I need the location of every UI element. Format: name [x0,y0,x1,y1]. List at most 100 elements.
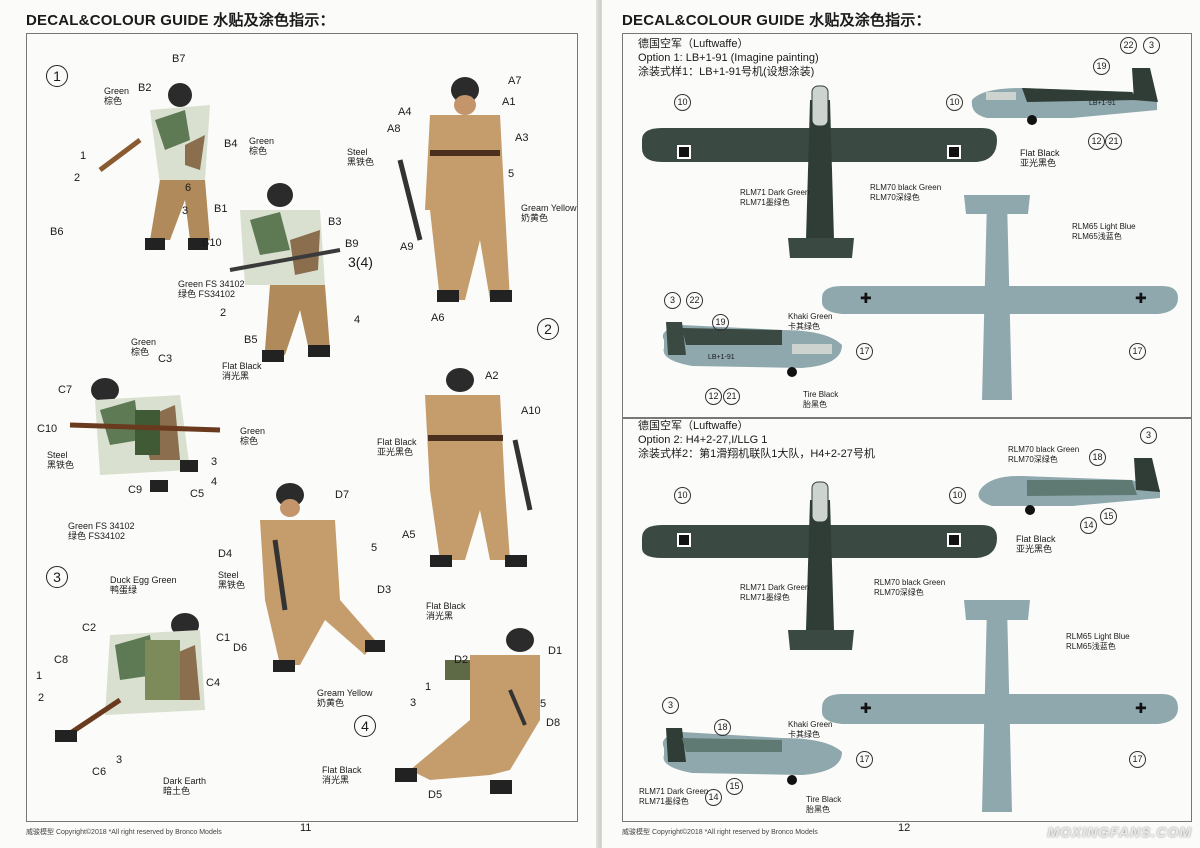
label-d2: D2 [454,654,469,666]
figure-c-soldier [69,378,221,492]
label-steel-cn: 黑铁色 [218,580,246,590]
label-dark-earth: Dark Earth [163,776,207,786]
label-tire-black: Tire Black [806,795,842,804]
page-heading: DECAL&COLOUR GUIDE 水贴及涂色指示： [26,12,335,29]
decal-17: 17 [1129,751,1146,768]
label-green-cn: 棕色 [131,347,150,357]
label-flat-black: Flat Black [222,361,262,371]
option1-top-view [642,85,997,258]
label-flat-black-cn: 亚光黑色 [377,447,414,457]
option2-frame [622,417,1192,822]
label-rlm71-cn: RLM71墨绿色 [740,198,790,207]
label-a10: A10 [521,405,541,417]
label-green-fs: Green FS 34102 [178,279,245,289]
option2-title: Option 2: H4+2-27,I/LLG 1 [638,434,768,446]
label-green-cn: 棕色 [104,96,123,106]
label-b5: B5 [244,334,258,346]
label-b6: B6 [50,226,64,238]
label-rlm70: RLM70 black Green [1008,445,1080,454]
left-page: DECAL&COLOUR GUIDE 水贴及涂色指示： [0,0,598,848]
figure-number-1: 1 [46,65,68,87]
label-c3: C3 [158,353,173,365]
label-b7: B7 [172,53,186,65]
page-number: 12 [898,822,911,834]
label-flat-black: Flat Black [1016,534,1056,544]
label-rlm71-cn: RLM71墨绿色 [639,797,689,806]
decal-3: 3 [664,292,681,309]
option1-frame [622,33,1192,419]
label-steel-cn: 黑铁色 [47,460,75,470]
figure-number-3: 3 [46,566,68,588]
label-a1: A1 [502,96,516,108]
decal-10: 10 [946,94,963,111]
decal-10: 10 [674,94,691,111]
label-steel: Steel [47,450,68,460]
page-footer: 威骏模型 Copyright©2018 *All right reserved … [622,829,818,836]
label-rlm65-cn: RLM65浅蓝色 [1072,232,1122,241]
label-d3: D3 [377,584,392,596]
option2-side-view [978,458,1160,515]
svg-text:✚: ✚ [860,291,872,307]
label-1: 1 [80,150,87,162]
label-steel: Steel [218,570,239,580]
decal-3: 3 [1140,427,1157,444]
option1-air-force: 德国空军（Luftwaffe） [638,38,749,50]
label-a6: A6 [431,312,445,324]
decal-22: 22 [1120,37,1137,54]
figure-frame [26,33,578,822]
label-cream-yellow: Gream Yellow [521,203,577,213]
label-rlm71: RLM71 Dark Green [740,188,810,197]
figure-1-soldier [98,83,210,250]
page-footer: 威骏模型 Copyright©2018 *All right reserved … [26,829,222,836]
label-steel-cn: 黑铁色 [347,157,375,167]
figures-illustration [55,77,540,794]
label-1: 1 [425,681,432,693]
figure-number-2: 2 [537,318,559,340]
decal-15: 15 [726,778,743,795]
figure-a-back-soldier [425,368,533,567]
label-c5: C5 [190,488,205,500]
decal-12: 12 [1088,133,1105,150]
label-rlm70-cn: RLM70深绿色 [874,588,924,597]
label-green-cn: 棕色 [249,146,268,156]
label-c4: C4 [206,677,221,689]
label-rlm71: RLM71 Dark Green [740,583,810,592]
watermark: MOXINGFANS.COM [1047,824,1192,840]
label-a8: A8 [387,123,401,135]
decal-15: 15 [1100,508,1117,525]
figure-number-4: 4 [354,715,376,737]
label-4: 4 [211,476,218,488]
label-b9: B9 [345,238,359,250]
label-cream-yellow-cn: 奶黄色 [317,698,345,708]
decal-17: 17 [856,751,873,768]
option1-title-cn: 涂装式样1：LB+1-91号机(设想涂装) [638,66,815,78]
decal-17: 17 [856,343,873,360]
option1-side-view-lower [662,322,842,377]
label-khaki-green-cn: 卡其绿色 [788,730,820,739]
figure-a-soldier [397,77,512,302]
label-tire-black-cn: 胎黑色 [806,805,830,814]
option2-air-force: 德国空军（Luftwaffe） [638,420,749,432]
label-duck-egg-green-cn: 鸭蛋绿 [110,585,138,595]
label-duck-egg-green: Duck Egg Green [110,575,177,585]
label-tire-black-cn: 胎黑色 [803,400,827,409]
label-flat-black: Flat Black [1020,148,1060,158]
label-b2: B2 [138,82,152,94]
decal-14: 14 [705,789,722,806]
decal-12: 12 [705,388,722,405]
label-flat-black: Flat Black [377,437,417,447]
decal-3: 3 [1143,37,1160,54]
label-rlm65: RLM65 Light Blue [1066,632,1130,641]
label-rlm70-cn: RLM70深绿色 [870,193,920,202]
label-c8: C8 [54,654,69,666]
svg-text:✚: ✚ [860,701,872,717]
label-c7: C7 [58,384,73,396]
decal-17: 17 [1129,343,1146,360]
figure-c-bottom-soldier [55,613,205,743]
option2-top-view [642,481,997,650]
decal-10: 10 [949,487,966,504]
label-2: 2 [220,307,227,319]
label-khaki-green: Khaki Green [788,720,833,729]
label-1: 1 [36,670,43,682]
decal-14: 14 [1080,517,1097,534]
